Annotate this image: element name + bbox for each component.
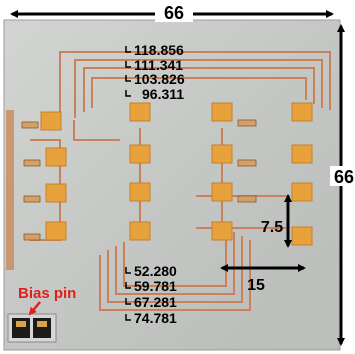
trace-lengths-top: 118.856 111.341 103.826 96.311 <box>134 42 185 102</box>
ground-region <box>268 262 338 348</box>
trace-length-top-1: 118.856 <box>134 42 184 58</box>
bias-network <box>21 119 257 241</box>
bias-pin-label: Bias pin <box>18 285 76 302</box>
trace-length-bottom-4: 74.781 <box>134 310 177 326</box>
height-label-bg <box>330 166 354 186</box>
trace-length-top-3: 103.826 <box>134 71 185 87</box>
width-label-bg <box>155 4 193 22</box>
patch-antennas <box>40 102 313 246</box>
trace-length-bottom-1: 52.280 <box>134 263 177 279</box>
spacing-y-label: 7.5 <box>261 219 283 236</box>
bias-pin-2-contact <box>37 321 47 327</box>
trace-length-top-2: 111.341 <box>134 57 183 73</box>
bias-pin-1-contact <box>16 321 26 327</box>
trace-length-bottom-3: 67.281 <box>134 294 177 310</box>
length-label-ticks <box>125 46 131 321</box>
bias-pin-arrow <box>28 301 41 316</box>
trace-lengths-bottom: 52.280 59.781 67.281 74.781 <box>134 263 177 326</box>
trace-length-bottom-2: 59.781 <box>134 278 177 294</box>
spacing-x-label: 15 <box>247 277 265 294</box>
width-dimension-label: 66 <box>164 3 184 23</box>
height-dimension-label: 66 <box>334 167 354 187</box>
trace-length-top-4: 96.311 <box>142 86 184 102</box>
substrate-left-edge <box>6 110 14 270</box>
